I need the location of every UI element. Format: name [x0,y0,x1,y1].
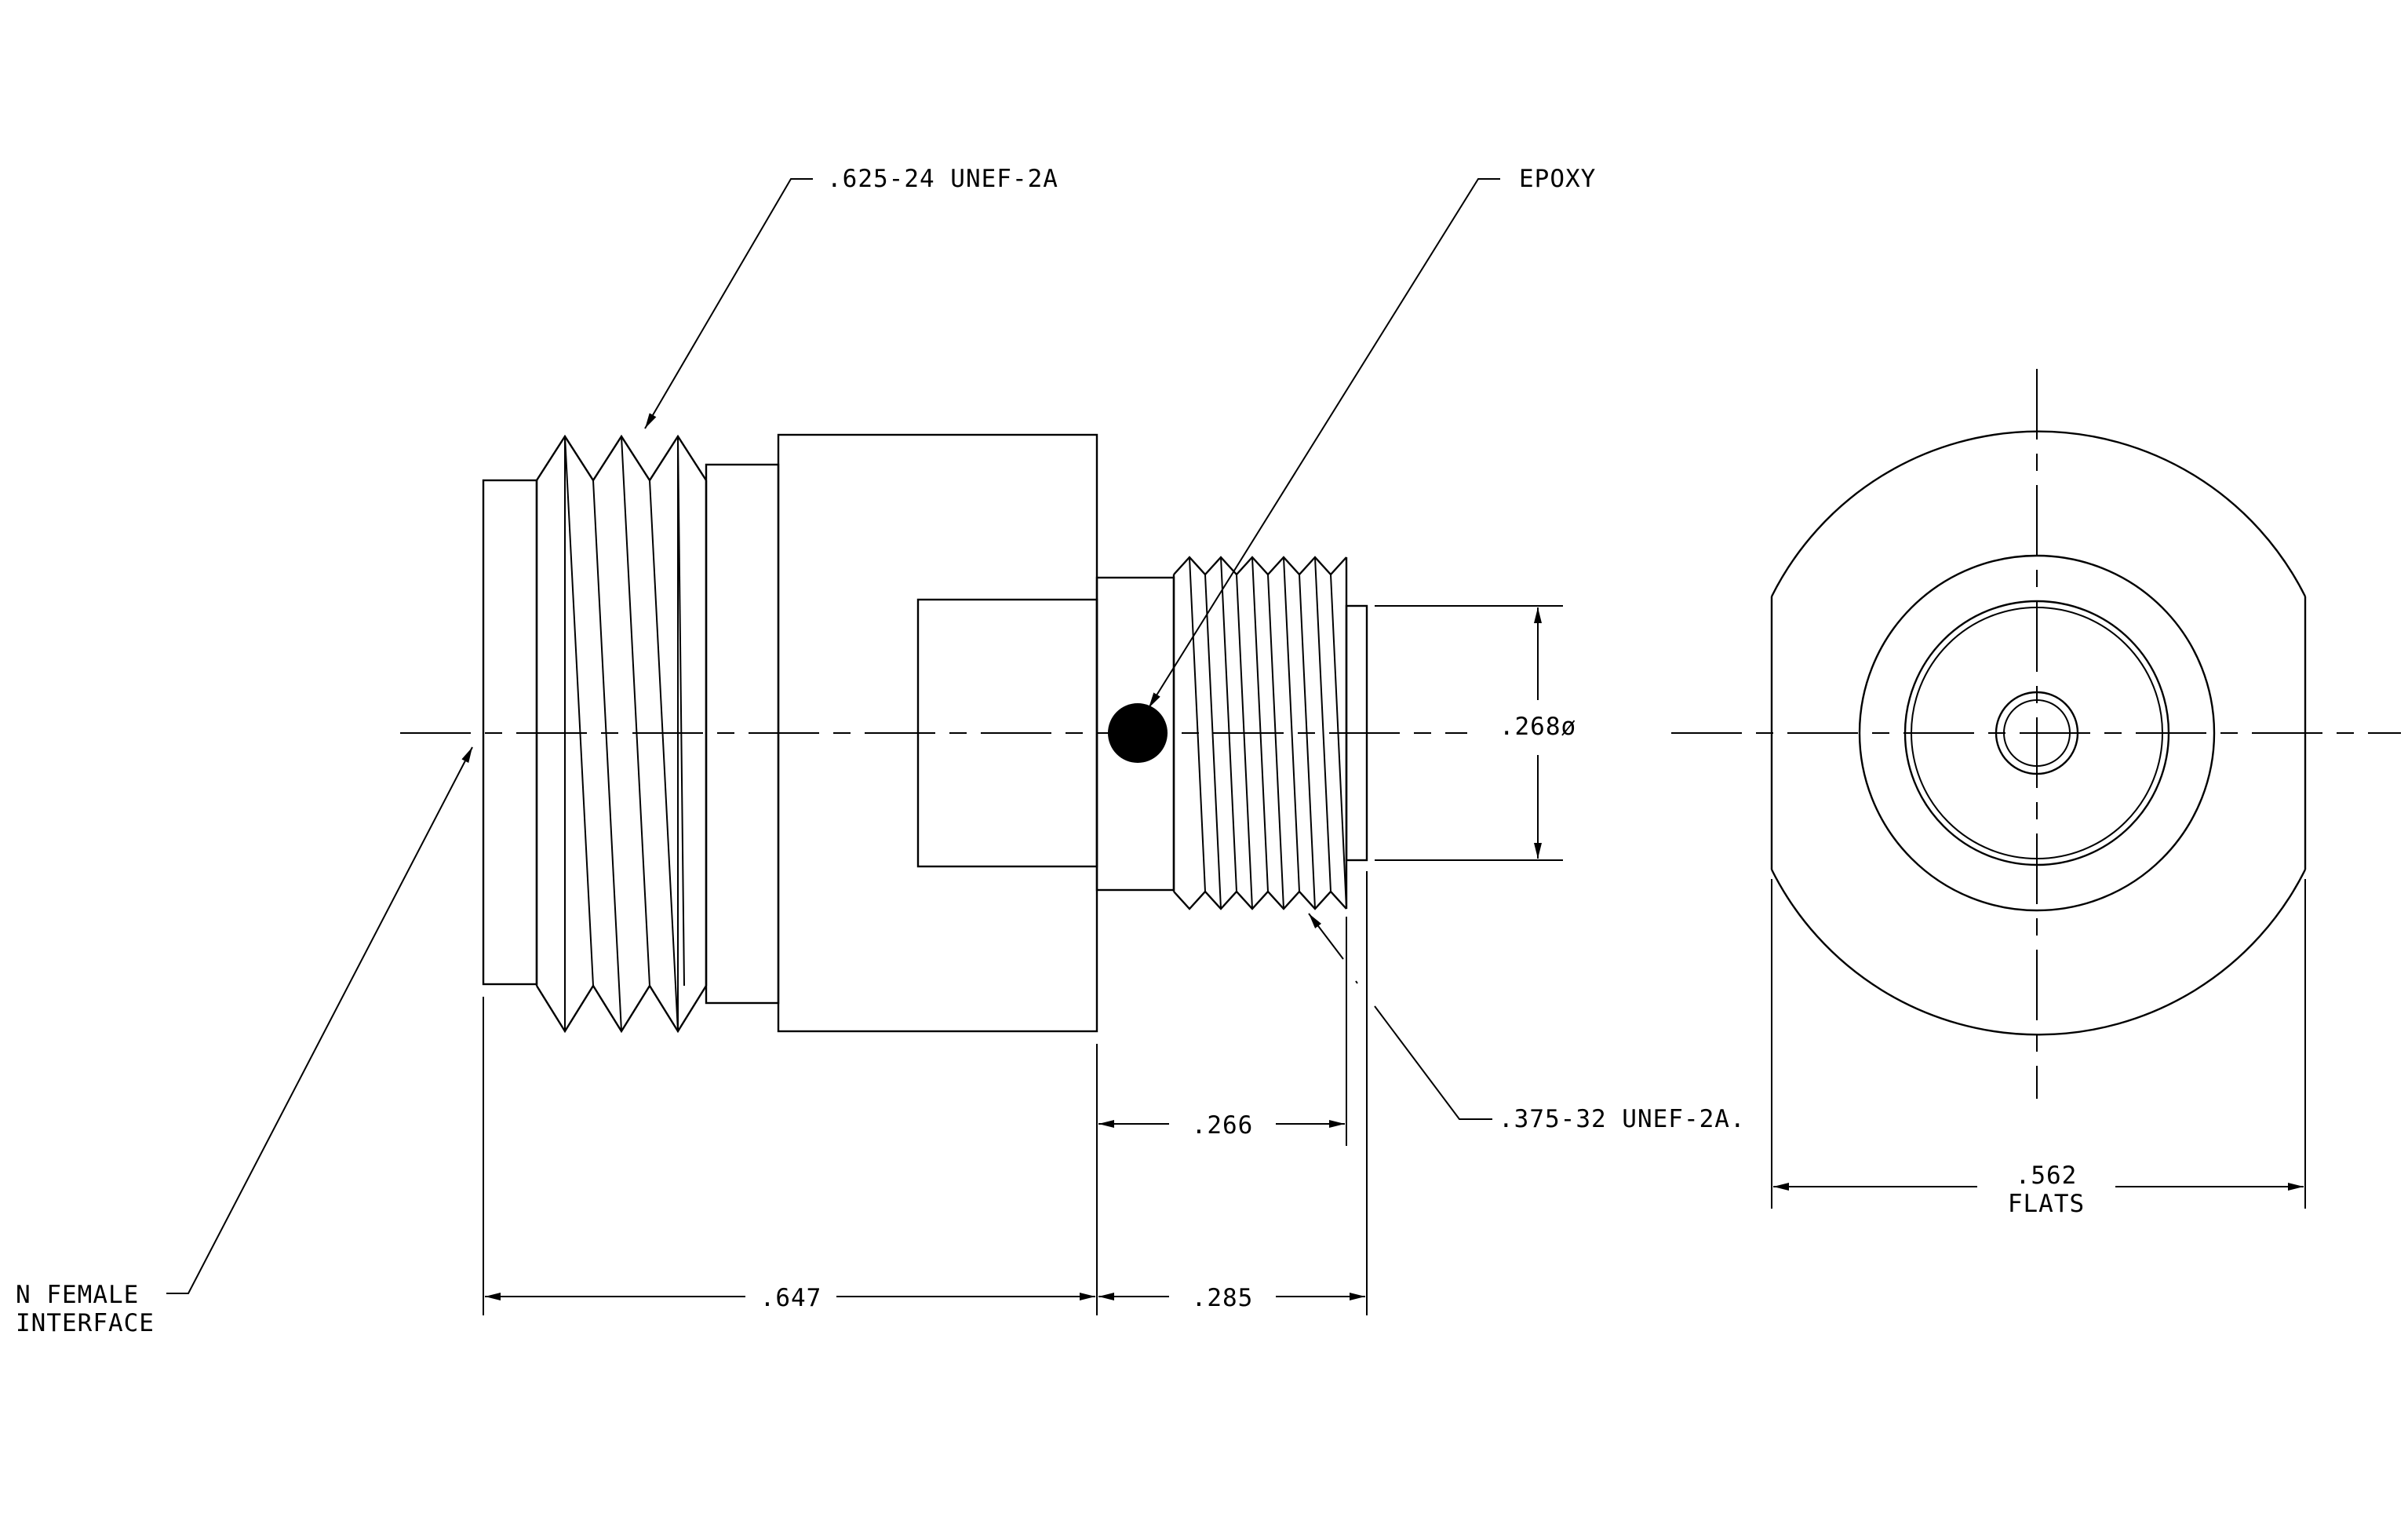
outer-body-circle [1770,430,2307,1036]
dim-pin-diameter: .268ø [1375,605,1576,861]
side-view [400,433,1467,1034]
pin-circle-outer [1995,691,2079,775]
dim-flats-label: FLATS [2008,1190,2085,1218]
callout-epoxy: EPOXY [1148,165,1596,709]
dim-flats-value: .562 [2016,1162,2078,1190]
bore-circle-outer [1903,600,2170,866]
callout-interface: N FEMALE INTERFACE [16,746,473,1337]
epoxy-dot [1108,703,1168,763]
end-view [1671,369,2401,1099]
callout-interface-line2: INTERFACE [16,1309,155,1337]
dim-thread-length-label: .266 [1192,1111,1254,1140]
dim-overall-length: .647 [485,1284,1095,1312]
dim-rear-length: .285 [1098,1284,1365,1312]
dim-flats: .562 FLATS [1771,879,2306,1218]
dim-pin-diameter-label: .268ø [1499,713,1576,741]
callout-epoxy-label: EPOXY [1519,165,1596,193]
callout-thread-large: .625-24 UNEF-2A [644,165,1058,429]
callout-thread-small-label: .375-32 UNEF-2A. [1499,1105,1746,1133]
middle-circle [1858,554,2216,912]
dim-thread-length: .266 [1098,1111,1345,1140]
small-thread [1172,556,1348,910]
bore-circle-inner [1911,607,2163,859]
callout-interface-line1: N FEMALE [16,1281,139,1309]
dim-overall-length-label: .647 [760,1284,822,1312]
callout-thread-small: .375-32 UNEF-2A. [1308,913,1746,1133]
pin-circle-inner [2003,699,2071,767]
callout-thread-large-label: .625-24 UNEF-2A [827,165,1058,193]
dim-rear-length-label: .285 [1192,1284,1254,1312]
